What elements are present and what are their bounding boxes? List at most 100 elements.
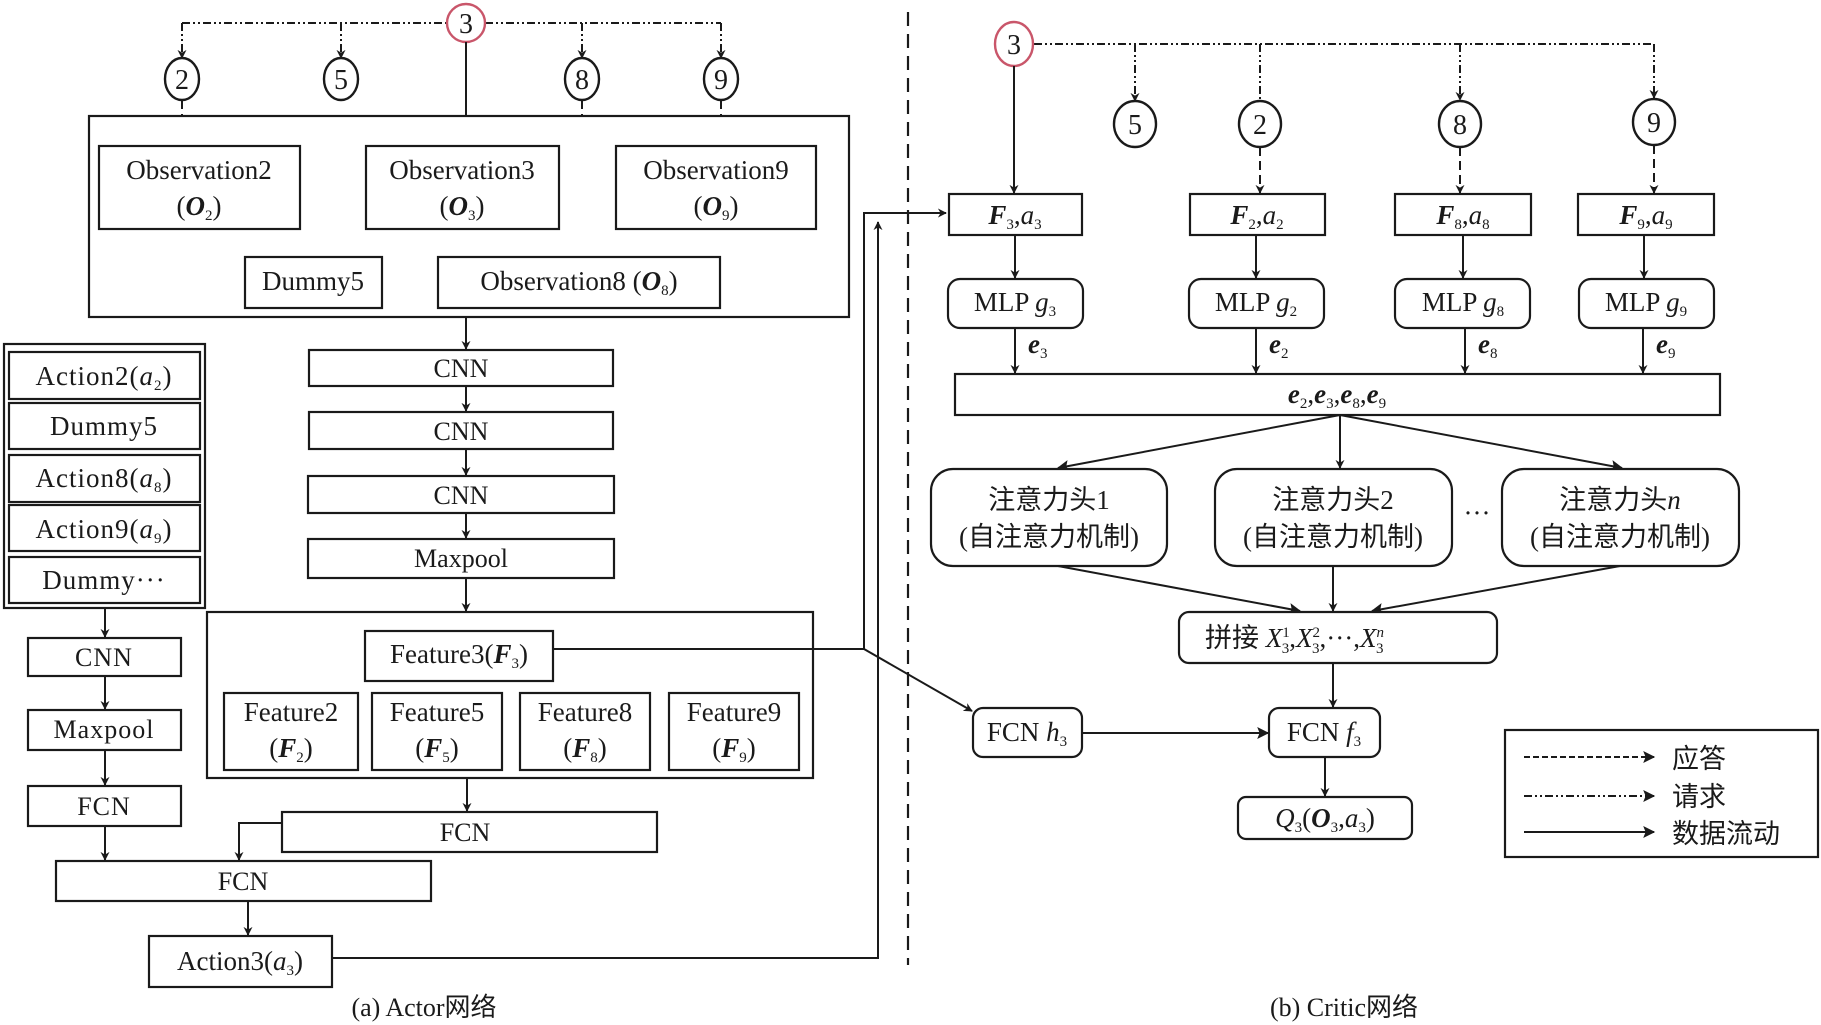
maxpool-layer [306, 537, 616, 580]
embedding-label: e9 [1656, 329, 1675, 362]
feature-label: Feature5 [390, 697, 484, 727]
embedding-label: e8 [1478, 329, 1497, 362]
action-item [7, 453, 202, 504]
observation-box [364, 144, 561, 231]
cnn-layer [306, 474, 616, 515]
agent-node-label: 9 [1647, 108, 1661, 139]
observation-box [436, 255, 722, 310]
observation-label-inline: Observation8 (O8) [480, 266, 677, 299]
dummy-label: Dummy5 [262, 266, 364, 296]
feature3-to-critic-input [863, 208, 947, 649]
feature-box [667, 691, 801, 772]
agent-node-label: 2 [1253, 110, 1267, 141]
legend: 应答 请求 数据流动 [1503, 728, 1820, 859]
input-label: F8,a8 [1435, 200, 1489, 233]
flow-arrow [234, 822, 282, 861]
action-item-label: Action2(a2) [36, 361, 173, 394]
agent-node-source-label: 3 [459, 9, 473, 40]
fcn-f-label: FCN f3 [1287, 717, 1361, 750]
agent-node-label: 8 [575, 65, 589, 96]
flow-arrow [1370, 565, 1621, 615]
feature-box [370, 691, 504, 772]
feature-symbol: (F8) [563, 733, 607, 766]
observation-symbol: (O3) [440, 191, 485, 224]
action-item [7, 503, 202, 553]
agent-node-label: 9 [714, 65, 728, 96]
observation-symbol: (O9) [694, 191, 739, 224]
feature-label: Feature2 [244, 697, 338, 727]
mlp-label: MLP g9 [1605, 287, 1687, 320]
action-item-label: Dummy5 [50, 411, 158, 441]
feature-box-own [363, 629, 555, 683]
agent-node-label: 5 [1128, 110, 1142, 141]
embedding-set-box [953, 372, 1722, 417]
flow-arrow [1057, 565, 1302, 615]
attention-head-title: 注意力头2 [1272, 485, 1394, 515]
cnn-layer-action [26, 636, 183, 678]
flow-arrow [1339, 414, 1624, 472]
action-item-label: Action8(a8) [36, 463, 173, 496]
legend-box [1503, 728, 1820, 859]
legend-label-request: 请求 [1672, 782, 1726, 812]
heads-ellipsis: ··· [1464, 498, 1491, 528]
observation-label: Observation9 [643, 155, 788, 185]
critic-encoders: MLP g3 MLP g2 MLP g8 MLP g9 [946, 277, 1716, 330]
layer-label: FCN [77, 792, 131, 821]
layer-label: FCN [440, 818, 491, 847]
legend-label-response: 应答 [1672, 744, 1726, 774]
observation-box [614, 144, 818, 231]
mlp-label: MLP g8 [1422, 287, 1504, 320]
mlp-label: MLP g2 [1215, 287, 1297, 320]
feature-symbol: (F5) [415, 733, 459, 766]
feature-label-inline: Feature3(F3) [390, 639, 528, 672]
input-box [1188, 192, 1327, 237]
attention-head [929, 467, 1169, 568]
mlp-encoder [1393, 277, 1532, 330]
actor-to-critic-links [332, 208, 973, 959]
input-label: F9,a9 [1618, 200, 1672, 233]
attention-head [1500, 467, 1741, 568]
action-item [7, 401, 202, 451]
feature3-to-fcn-h [863, 648, 973, 712]
attention-head-subtitle: (自注意力机制) [959, 522, 1139, 552]
attention-head-subtitle: (自注意力机制) [1243, 522, 1423, 552]
feature-label: Feature8 [538, 697, 632, 727]
cnn-layer [307, 410, 615, 451]
cnn-layer [307, 348, 615, 388]
q-value-label: Q3(O3,a3) [1275, 803, 1375, 836]
attention-head-title: 注意力头n [1559, 485, 1681, 515]
agent-node [322, 56, 360, 102]
actor-caption: (a) Actor网络 [351, 993, 496, 1022]
flow-arrow [1056, 414, 1341, 472]
action-output-box [147, 934, 334, 989]
attention-head-title: 注意力头1 [988, 485, 1110, 515]
action3-to-critic-input [332, 221, 883, 959]
legend-label-dataflow: 数据流动 [1672, 819, 1780, 849]
layer-label: CNN [434, 417, 489, 446]
embedding-label: e2 [1269, 329, 1288, 362]
input-box [1576, 192, 1716, 237]
input-label: F3,a3 [987, 200, 1041, 233]
observation-symbol: (O2) [177, 191, 222, 224]
layer-label: CNN [434, 354, 489, 383]
observation-label: Observation2 [126, 155, 271, 185]
neighbor-nodes: 2 5 8 9 [163, 56, 740, 102]
agent-node-label: 8 [1453, 110, 1467, 141]
input-label: F2,a2 [1229, 200, 1283, 233]
agent-node-label: 5 [334, 65, 348, 96]
fcn-merge-layer [54, 859, 433, 903]
fcn-h-label: FCN h3 [987, 717, 1067, 750]
fcn-feature-layer [280, 810, 659, 854]
feature-symbol: (F2) [269, 733, 313, 766]
input-box [1393, 192, 1533, 237]
embedding-label: e3 [1028, 329, 1047, 362]
mlp-label: MLP g3 [974, 287, 1056, 320]
feature-label: Feature9 [687, 697, 781, 727]
maxpool-layer-action [26, 708, 183, 752]
critic-caption: (b) Critic网络 [1270, 993, 1418, 1022]
action-output-label: Action3(a3) [177, 946, 303, 979]
feature-box [222, 691, 360, 772]
action-item [7, 350, 202, 401]
